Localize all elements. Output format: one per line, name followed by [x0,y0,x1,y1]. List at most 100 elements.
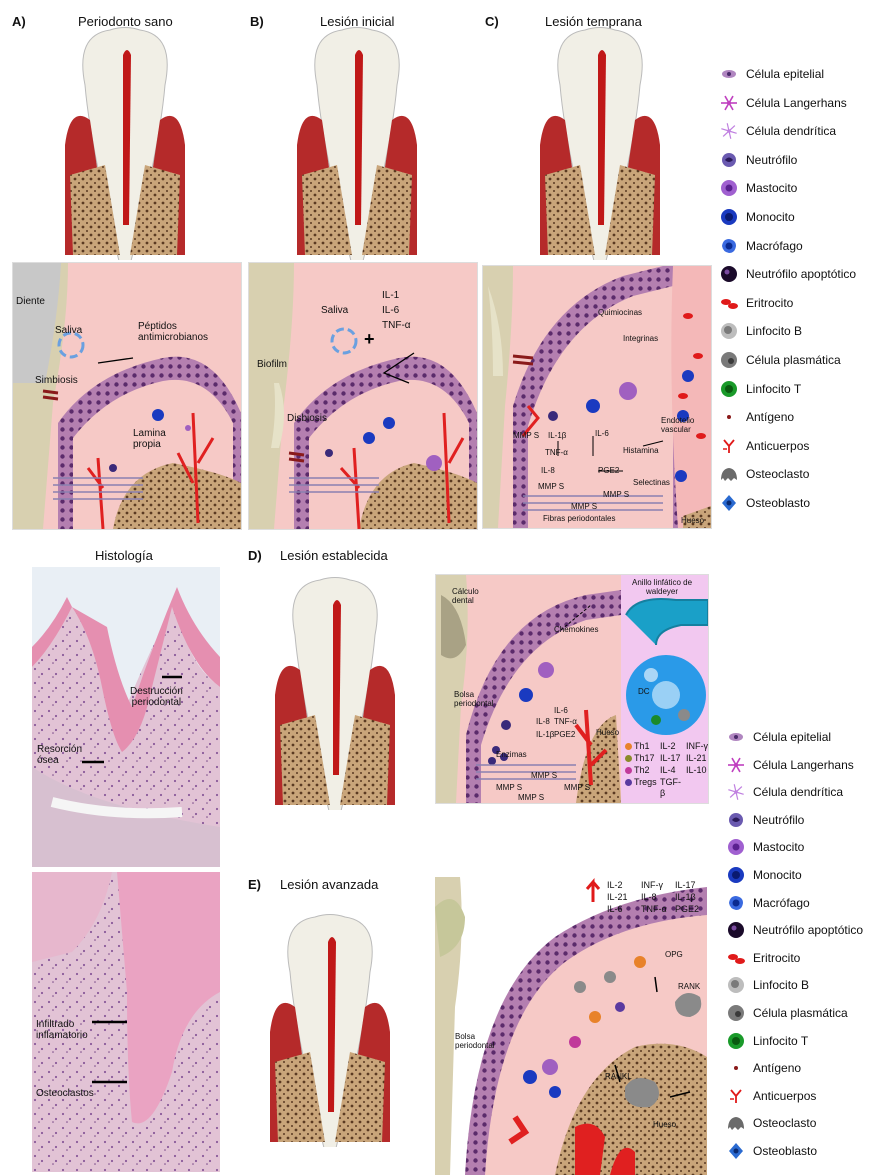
panel-c-detail: Quimiocinas Integrinas MMP S IL-1β IL-6 … [482,265,712,529]
antigen-icon [725,1058,747,1078]
apoptotic-neutrophil-icon [725,920,747,940]
legend-top-item: Célula plasmática [718,350,841,370]
panel-a-detail: Diente Saliva Péptidos antimicrobianos S… [12,262,242,530]
legend-top-label: Célula Langerhans [746,96,847,110]
legend-top-label: Neutrófilo apoptótico [746,267,856,281]
cytokine-row: Th2IL-4IL-10 [625,765,708,776]
b-lymphocyte-icon [725,975,747,995]
svg-text:+: + [364,329,375,349]
panel-d-detail: Cálculo dental Anillo linfático de walde… [435,574,709,804]
advanced-cytokine: IL-17 [675,880,696,891]
legend-bottom-item: Célula dendrítica [725,782,843,802]
panel-d-title: Lesión establecida [280,548,388,563]
osteoblast-icon [725,1141,747,1161]
langerhans-cell-icon [718,93,740,113]
panel-e-letter: E) [248,877,261,892]
panel-e-tissue [435,877,707,1175]
legend-top-item: Antígeno [718,407,794,427]
label-mmps-d4: MMP S [518,793,544,802]
label-saliva-b: Saliva [321,305,348,316]
legend-bottom-item: Osteoclasto [725,1113,816,1133]
t-cell-subset-name: Th17 [634,753,660,764]
label-infiltrado: Infiltrado inflamatorio [36,1019,88,1041]
label-opg: OPG [665,950,683,959]
legend-top-item: Monocito [718,207,795,227]
legend-top-item: Osteoclasto [718,464,809,484]
legend-bottom-item: Antígeno [725,1058,801,1078]
label-rankl: RANKL [605,1072,632,1081]
label-tnf-b: TNF-α [382,320,411,331]
label-dc: DC [638,687,650,696]
b-lymphocyte-icon [718,321,740,341]
cytokine-a: IL-4 [660,765,686,776]
legend-top-item: Osteoblasto [718,493,810,513]
label-il1-b: IL-1 [382,290,399,301]
antibodies-icon [718,436,740,456]
cytokine-b: INF-γ [686,741,708,752]
mast-cell-icon [718,178,740,198]
label-fibras: Fibras periodontales [543,514,615,523]
panel-a-tissue [13,263,241,529]
label-chemokines: Chemokines [554,625,598,634]
plasma-cell-icon [718,350,740,370]
epithelial-cell-icon [725,727,747,747]
t-cell-subset-dot [625,743,632,750]
label-integrinas: Integrinas [623,334,658,343]
legend-bottom-item: Macrófago [725,893,810,913]
label-anillo: Anillo linfático de waldeyer [632,578,692,596]
panel-c-tissue [483,266,711,528]
label-bolsa-d: Bolsa periodontal [454,690,494,708]
advanced-cytokine: INF-γ [641,880,663,891]
tooth-advanced-illustration [270,912,390,1147]
legend-bottom-item: Célula plasmática [725,1003,848,1023]
label-pge2-d: PGE2 [554,730,575,739]
legend-top-item: Macrófago [718,236,803,256]
legend-bottom-label: Osteoclasto [753,1116,816,1130]
panel-e-detail: Bolsa periodontal OPG RANK RANKL Hueso I… [435,877,707,1175]
legend-bottom-item: Anticuerpos [725,1086,816,1106]
histology-title: Histología [95,548,153,563]
legend-bottom-item: Eritrocito [725,948,800,968]
label-selectinas: Selectinas [633,478,670,487]
monocyte-icon [725,865,747,885]
legend-bottom-label: Anticuerpos [753,1089,816,1103]
advanced-cytokine: PGE2 [675,904,699,915]
legend-top-item: Célula dendrítica [718,121,836,141]
t-lymphocyte-icon [725,1031,747,1051]
legend-top-label: Célula plasmática [746,353,841,367]
legend-top-item: Linfocito T [718,379,801,399]
label-bolsa-e: Bolsa periodontal [455,1032,495,1050]
dendritic-cell-icon [718,121,740,141]
legend-top-label: Macrófago [746,239,803,253]
legend-bottom-item: Osteoblasto [725,1141,817,1161]
label-diente: Diente [16,296,45,307]
label-mmps-c3: MMP S [603,490,629,499]
epithelial-cell-icon [718,64,740,84]
t-cell-subset-dot [625,755,632,762]
label-disbiosis: Disbiosis [287,413,327,424]
label-resorcion: Resorción ósea [37,744,82,766]
legend-top-label: Eritrocito [746,296,793,310]
label-mmps-c2: MMP S [538,482,564,491]
histology-image-bottom: Infiltrado inflamatorio Osteoclastos [32,872,220,1172]
legend-bottom-item: Célula Langerhans [725,755,854,775]
dendritic-cell-icon [725,782,747,802]
erythrocyte-icon [718,293,740,313]
label-il1b-d: IL-1β [536,730,554,739]
tooth-initial-illustration [297,25,417,260]
cytokine-row: TregsTGF-β [625,777,708,799]
label-endotelio: Endotelio vascular [661,416,694,434]
cytokine-a: IL-2 [660,741,686,752]
label-il8-d: IL-8 [536,717,550,726]
legend-top-label: Linfocito T [746,382,801,396]
cytokine-a: TGF-β [660,777,686,799]
label-rank: RANK [678,982,700,991]
langerhans-cell-icon [725,755,747,775]
legend-bottom-item: Monocito [725,865,802,885]
tooth-established-illustration [275,575,395,810]
advanced-cytokine: IL-2 [607,880,623,891]
monocyte-icon [718,207,740,227]
